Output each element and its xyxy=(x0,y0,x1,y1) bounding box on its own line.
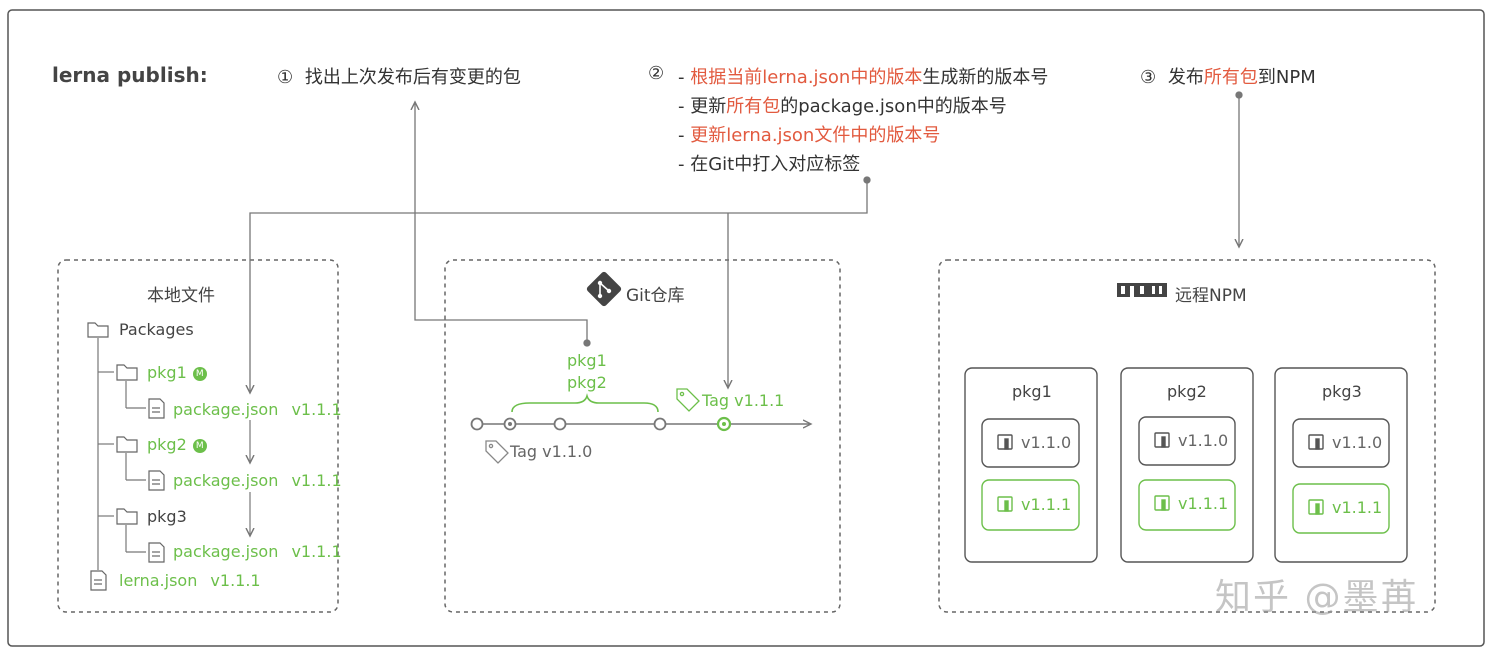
folder-icon xyxy=(87,322,109,338)
pkg2-folder: pkg2 M xyxy=(147,435,207,454)
pkg1-name: pkg1 xyxy=(147,363,187,382)
step3-highlight: 所有包 xyxy=(1203,67,1258,88)
old-version-box xyxy=(1138,416,1236,466)
step2-number: ② xyxy=(648,63,665,84)
step3-prefix: 发布 xyxy=(1167,67,1204,88)
step2-line3: - 更新lerna.json文件中的版本号 xyxy=(678,121,940,147)
changed-package-1: pkg1 xyxy=(567,351,607,370)
package-icon xyxy=(997,432,1324,450)
npm-pkg3-name: pkg3 xyxy=(1322,382,1362,401)
new-version-box xyxy=(1292,483,1390,534)
step3: ③ 发布所有包到NPM xyxy=(1140,63,1316,89)
lerna-version: v1.1.1 xyxy=(210,571,261,590)
npm-pkg2-old-version: v1.1.0 xyxy=(1178,431,1229,450)
npm-title: 远程NPM xyxy=(1175,286,1247,306)
old-version-box xyxy=(1292,418,1390,468)
local-files-panel xyxy=(57,259,339,613)
file-name: package.json xyxy=(173,400,279,419)
step2-line3-prefix: - xyxy=(678,125,691,146)
npm-panel xyxy=(938,259,1436,613)
folder-icon xyxy=(116,436,138,453)
tag-icon xyxy=(485,440,509,464)
new-version-box xyxy=(981,479,1080,531)
folder-icon xyxy=(116,508,138,525)
step2-line1-prefix: - xyxy=(678,67,691,88)
pkg3-folder: pkg3 xyxy=(147,507,187,526)
package-icon xyxy=(997,495,1324,515)
step2-line2-prefix: - 更新 xyxy=(678,96,727,117)
step2-line1-rest: 生成新的版本号 xyxy=(922,67,1049,88)
npm-pkg2-name: pkg2 xyxy=(1167,382,1207,401)
pkg3-package-json: package.json v1.1.1 xyxy=(173,542,342,561)
npm-pkg2-new-version: v1.1.1 xyxy=(1178,494,1229,513)
git-repo-title: Git仓库 xyxy=(626,286,685,306)
file-icon xyxy=(148,470,165,491)
changes-brace xyxy=(511,393,659,413)
npm-pkg1-name: pkg1 xyxy=(1012,382,1052,401)
step2-line2-rest: 的package.json中的版本号 xyxy=(780,96,1007,117)
new-version-box xyxy=(1138,479,1236,531)
outer-frame xyxy=(7,9,1485,647)
tag-icon xyxy=(676,388,700,412)
file-name: package.json xyxy=(173,542,279,561)
commit-node xyxy=(653,417,667,431)
step2-line1-highlight: 根据当前lerna.json中的版本 xyxy=(690,67,923,88)
pkg1-package-json: package.json v1.1.1 xyxy=(173,400,342,419)
step2-line2-highlight: 所有包 xyxy=(726,96,781,117)
local-files-title: 本地文件 xyxy=(147,286,215,306)
modified-badge: M xyxy=(192,439,207,453)
step2-line1: - 根据当前lerna.json中的版本生成新的版本号 xyxy=(678,63,1048,89)
pkg1-folder: pkg1 M xyxy=(147,363,207,382)
git-repo-panel xyxy=(444,259,841,613)
pkg2-name: pkg2 xyxy=(147,435,187,454)
step1-number: ① xyxy=(277,67,294,88)
packages-folder-label: Packages xyxy=(119,320,194,339)
commit-node xyxy=(553,417,567,431)
step2-connector xyxy=(250,176,871,392)
step3-connector xyxy=(1236,91,1242,246)
step2-line2: - 更新所有包的package.json中的版本号 xyxy=(678,92,1007,118)
old-version-box xyxy=(981,418,1080,468)
commit-timeline xyxy=(470,393,811,432)
lerna-json-file: lerna.json v1.1.1 xyxy=(119,571,261,590)
watermark: 知乎 @墨苒 xyxy=(1215,577,1419,618)
npm-logo-icon xyxy=(1117,283,1167,297)
lerna-file-name: lerna.json xyxy=(119,571,198,590)
step2-line3-highlight: 更新lerna.json文件中的版本号 xyxy=(690,125,941,146)
file-version: v1.1.1 xyxy=(291,400,342,419)
folder-icon xyxy=(116,364,138,381)
step1: ① 找出上次发布后有变更的包 xyxy=(277,63,521,89)
npm-pkg1-new-version: v1.1.1 xyxy=(1021,495,1072,514)
changed-package-2: pkg2 xyxy=(567,373,607,392)
git-icon xyxy=(586,271,622,307)
file-name: package.json xyxy=(173,471,279,490)
step1-connector xyxy=(415,103,591,347)
command-label: lerna publish: xyxy=(52,63,208,87)
file-icon xyxy=(148,398,165,419)
npm-pkg3-new-version: v1.1.1 xyxy=(1332,498,1383,517)
step3-rest: 到NPM xyxy=(1257,67,1316,88)
file-icon xyxy=(90,570,107,591)
file-version: v1.1.1 xyxy=(291,542,342,561)
npm-pkg3-old-version: v1.1.0 xyxy=(1332,433,1383,452)
step1-text: 找出上次发布后有变更的包 xyxy=(304,67,521,88)
step2-line4: - 在Git中打入对应标签 xyxy=(678,154,861,175)
old-tag-label: Tag v1.1.0 xyxy=(510,442,593,461)
file-icon xyxy=(148,542,165,563)
npm-pkg1-old-version: v1.1.0 xyxy=(1021,433,1072,452)
file-tree xyxy=(97,338,250,570)
new-tag-label: Tag v1.1.1 xyxy=(702,391,785,410)
file-version: v1.1.1 xyxy=(291,471,342,490)
commit-node xyxy=(470,417,484,431)
modified-badge: M xyxy=(192,367,207,381)
step3-number: ③ xyxy=(1140,67,1157,88)
pkg2-package-json: package.json v1.1.1 xyxy=(173,471,342,490)
